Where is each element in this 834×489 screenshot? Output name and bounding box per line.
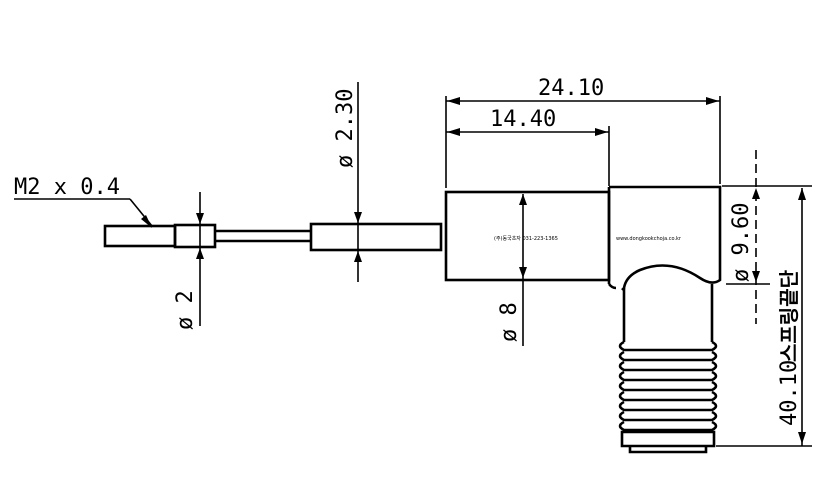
elbow-head: www.dongkookchoja.co.kr — [607, 185, 722, 291]
head-marking: www.dongkookchoja.co.kr — [616, 236, 682, 242]
body-marking: (주)동국초자 031-223-1365 — [494, 235, 558, 242]
dia-body-label: ø 8 — [497, 302, 522, 342]
dim-total-length: 24.10 — [445, 76, 721, 188]
dia-head-label: ø 9.60 — [729, 203, 754, 282]
dim-body-length: 14.40 — [446, 107, 610, 186]
spring-tube — [618, 284, 718, 454]
thread-label: M2 x 0.4 — [14, 175, 120, 200]
len-total-label: 24.10 — [538, 76, 604, 101]
dim-spring-length: 40.10 스프링끝단 — [716, 188, 812, 447]
spring-coils — [618, 340, 718, 432]
dim-body-diameter: ø 8 — [497, 194, 527, 346]
len-body-label: 14.40 — [490, 107, 556, 132]
thread-callout: M2 x 0.4 — [14, 175, 153, 228]
dim-wire-diameter: ø 2.30 — [333, 82, 362, 282]
spring-end-label: 스프링끝단 — [777, 269, 801, 362]
pin-collar — [173, 223, 217, 249]
sensor-body: (주)동국초자 031-223-1365 — [444, 190, 611, 282]
dia-wire-label: ø 2.30 — [333, 89, 358, 168]
len-spring-label: 40.10 — [777, 360, 802, 426]
dim-tip-diameter: ø 2 — [173, 192, 204, 330]
pin-assembly — [103, 222, 443, 252]
dim-head-diameter: ø 9.60 — [722, 150, 812, 324]
wire-sleeve — [309, 222, 443, 252]
threaded-tip — [103, 224, 177, 248]
dia-tip-label: ø 2 — [173, 290, 198, 330]
